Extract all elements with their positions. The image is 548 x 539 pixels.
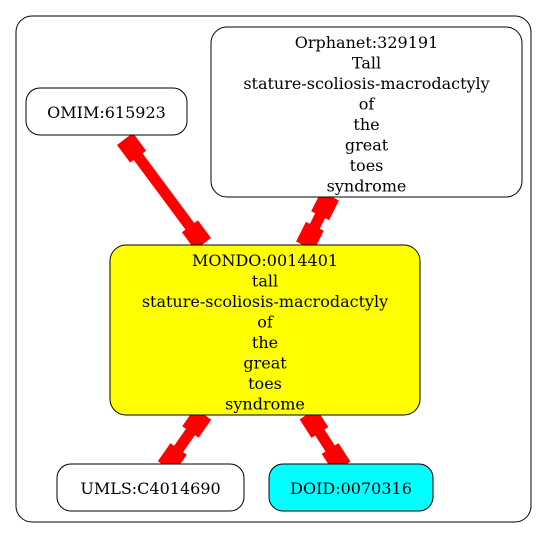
nodes-layer: Orphanet:329191Tallstature-scoliosis-mac… <box>25 26 523 512</box>
node-box <box>210 26 523 198</box>
edge-endcap <box>311 191 339 221</box>
node-box <box>268 463 434 512</box>
node-label-line: toes <box>350 156 384 175</box>
node-omim[interactable]: OMIM:615923 <box>25 87 188 136</box>
edge-endcap <box>181 220 211 250</box>
node-label-line: stature-scoliosis-macrodactyly <box>243 74 489 93</box>
node-label-line: of <box>257 313 274 332</box>
node-mondo[interactable]: MONDO:0014401 tallstature-scoliosis-macro… <box>109 244 421 416</box>
node-umls[interactable]: UMLS:C4014690 <box>56 463 245 512</box>
node-label-line: the <box>353 115 379 134</box>
edge-endcap <box>182 408 212 438</box>
node-label-line: stature-scoliosis-macrodactyly <box>142 292 388 311</box>
node-label-line: UMLS:C4014690 <box>80 479 220 498</box>
edge-endcap <box>299 408 329 438</box>
node-label-line: tall <box>252 272 278 291</box>
edge-endcap <box>296 221 324 251</box>
edge-endcap <box>117 133 147 163</box>
node-box <box>25 87 188 136</box>
node-label-line: toes <box>248 374 282 393</box>
edge-omim-mondo <box>117 133 211 250</box>
node-orphanet[interactable]: Orphanet:329191Tallstature-scoliosis-mac… <box>210 26 523 198</box>
node-label-line: great <box>345 136 389 155</box>
node-label-line: OMIM:615923 <box>47 103 166 122</box>
node-label-line: MONDO:0014401 <box>192 251 338 270</box>
node-label-line: of <box>359 95 376 114</box>
edge-orphanet-mondo <box>296 191 339 251</box>
node-label-line: great <box>243 354 287 373</box>
node-label-line: DOID:0070316 <box>290 479 412 498</box>
node-label-line: syndrome <box>225 395 305 414</box>
node-label-line: the <box>252 333 278 352</box>
node-label-line: Tall <box>352 54 381 73</box>
edges-layer <box>117 133 351 473</box>
node-box <box>109 244 421 416</box>
node-box <box>56 463 245 512</box>
node-label-line: syndrome <box>327 177 407 196</box>
node-label-line: Orphanet:329191 <box>295 33 439 52</box>
node-doid[interactable]: DOID:0070316 <box>268 463 434 512</box>
